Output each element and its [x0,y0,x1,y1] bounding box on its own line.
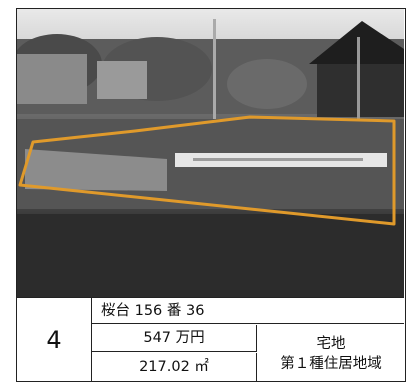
photo-illustration [17,19,404,297]
house [317,57,404,117]
lot-number: 4 [17,298,92,382]
price: 547 万円 [92,325,257,352]
utility-pole [357,37,360,127]
address: 桜台 156 番 36 [92,298,404,324]
property-info-table: 4 桜台 156 番 36 547 万円 217.02 ㎡ 宅地 第１種住居地域 [17,297,404,382]
land-use-cell: 宅地 第１種住居地域 [258,325,404,382]
utility-pole [213,19,216,124]
house [17,54,87,104]
zoning: 第１種住居地域 [280,355,382,372]
road [17,214,404,297]
house [97,61,147,99]
retaining-wall [25,149,167,191]
house-roof [309,21,404,64]
property-card: 4 桜台 156 番 36 547 万円 217.02 ㎡ 宅地 第１種住居地域 [16,8,406,382]
tree [227,59,307,109]
area: 217.02 ㎡ [92,353,257,382]
property-photo [17,9,404,297]
parcel-outline [18,115,396,226]
guardrail-slot [193,158,363,161]
land-use: 宅地 [316,335,346,352]
